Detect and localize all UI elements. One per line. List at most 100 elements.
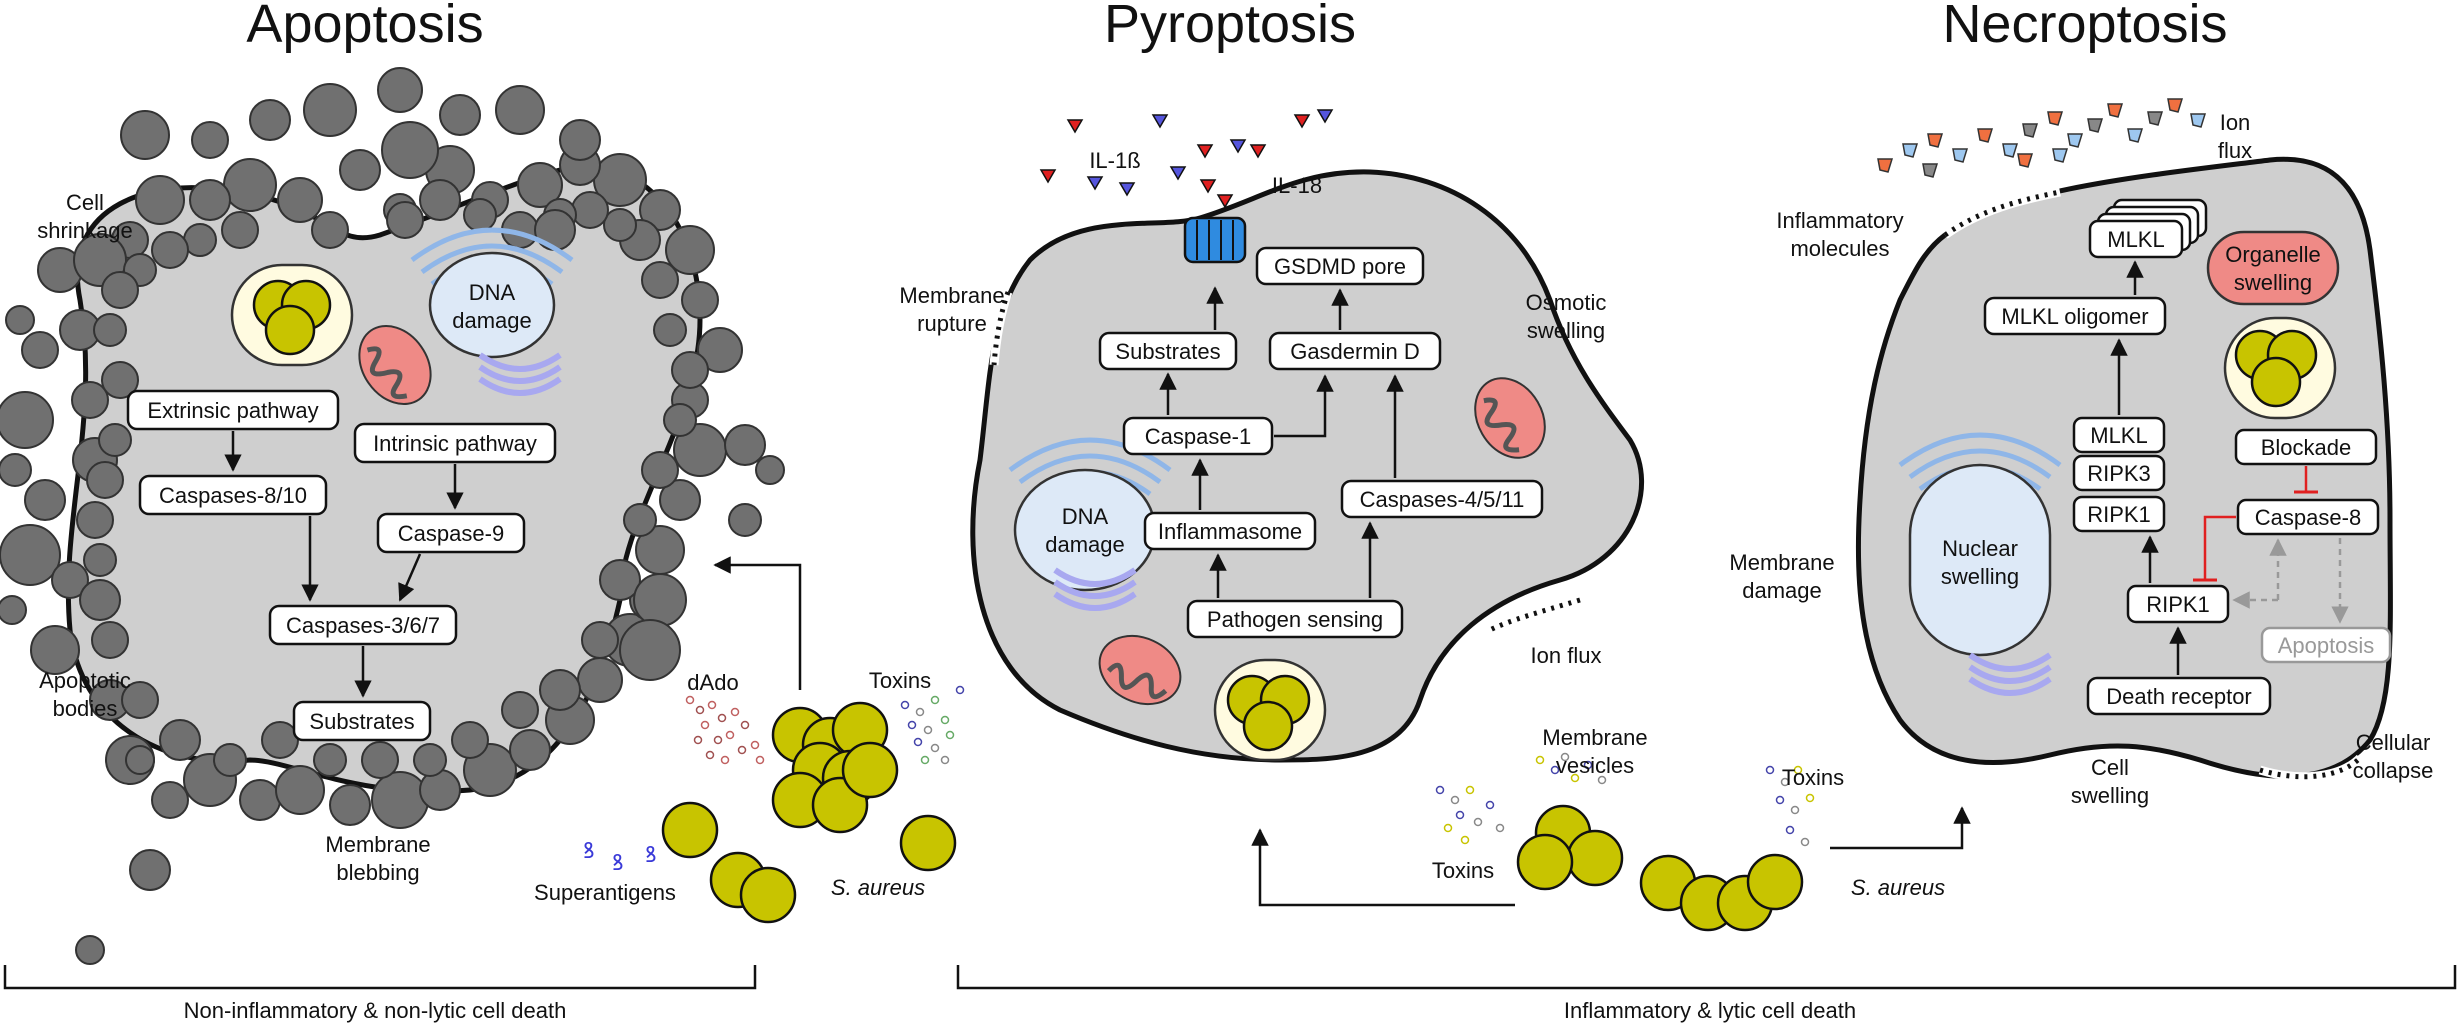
bracket-right: [956, 965, 2457, 990]
dado-9: [737, 745, 747, 755]
bleb-104: [755, 455, 785, 485]
toxin-b-17: [1535, 755, 1545, 765]
bleb-26: [697, 327, 743, 373]
svg-text:Nuclear: Nuclear: [1942, 536, 2018, 561]
box-caspases-3-6-7: Caspases-3/6/7: [268, 604, 458, 646]
svg-text:swelling: swelling: [2234, 270, 2312, 295]
cytokine-4: [1086, 176, 1104, 191]
cytokine-10: [1169, 166, 1187, 181]
label-il18: IL-18: [1272, 173, 1322, 198]
toxin-b-4: [1473, 817, 1483, 827]
bleb-37: [311, 211, 349, 249]
pyroptosis-toxin-molecules: [1435, 752, 1815, 847]
label-membrane-damage-2: damage: [1742, 578, 1822, 603]
necro-molecule-15: [1922, 163, 1939, 178]
bleb-3: [24, 479, 66, 521]
box-mlkl: MLKL: [2072, 416, 2166, 454]
necro-molecule-12: [2147, 111, 2164, 126]
s-aureus-coccus-mid-6: [1746, 853, 1804, 911]
bleb-35: [381, 121, 439, 179]
label-osmotic-swelling-2: swelling: [1527, 318, 1605, 343]
toxin-b-21: [1583, 760, 1593, 770]
box-caspase-1: Caspase-1: [1122, 416, 1274, 456]
bleb-39: [223, 158, 277, 212]
cytokine-11: [1199, 179, 1217, 194]
toxin-a-7: [930, 743, 940, 753]
necro-molecule-7: [2047, 111, 2064, 126]
label-pyroptosis-s-aureus: S. aureus: [1851, 875, 1945, 900]
bleb-94: [5, 305, 35, 335]
necro-molecule-8: [2067, 133, 2084, 148]
necro-molecule-13: [2167, 98, 2184, 113]
pyroptosis-vacuole: [1213, 658, 1327, 762]
footer-left-label: Non-inflammatory & non-lytic cell death: [184, 998, 567, 1023]
title-pyroptosis: Pyroptosis: [1104, 0, 1356, 54]
apoptosis-dna-damage-nucleus: DNA damage: [428, 251, 556, 359]
bleb-91: [439, 94, 481, 136]
bleb-19: [577, 657, 623, 703]
svg-text:RIPK1: RIPK1: [2087, 502, 2151, 527]
label-cellular-collapse-2: collapse: [2353, 758, 2434, 783]
bleb-102: [75, 935, 105, 965]
label-apoptosis-s-aureus: S. aureus: [831, 875, 925, 900]
label-membrane-vesicles-1: Membrane: [1542, 725, 1647, 750]
necro-molecule-11: [2127, 128, 2144, 143]
cytokine-1: [1151, 114, 1169, 129]
label-inflammatory-molecules-2: molecules: [1790, 236, 1889, 261]
bleb-87: [191, 121, 229, 159]
bleb-97: [724, 424, 766, 466]
cytokine-8: [1293, 114, 1311, 129]
bleb-17: [509, 729, 551, 771]
bleb-45: [71, 381, 109, 419]
box-pyroptosis-substrates: Substrates: [1098, 331, 1238, 371]
label-membrane-vesicles-2: vesicles: [1556, 753, 1634, 778]
apoptosis-dna-label-1: DNA: [469, 280, 516, 305]
svg-text:Pathogen sensing: Pathogen sensing: [1207, 607, 1383, 632]
toxin-b-18: [1550, 765, 1560, 775]
toxin-b-14: [1805, 793, 1815, 803]
toxin-a-9: [955, 685, 965, 695]
toxin-a-4: [923, 725, 933, 735]
necroptosis-vacuole: [2223, 316, 2337, 420]
box-blockade: Blockade: [2234, 428, 2378, 466]
bleb-14: [371, 771, 429, 829]
bleb-92: [495, 85, 545, 135]
inhibit-caspase8-ripk1: [2203, 515, 2236, 580]
svg-text:ꝸ: ꝸ: [583, 838, 595, 863]
label-il1b: IL-1ß: [1089, 148, 1140, 173]
bleb-82: [98, 423, 132, 457]
svg-text:RIPK1: RIPK1: [2146, 592, 2210, 617]
necro-molecule-10: [2107, 103, 2124, 118]
arrow-s-aureus-to-pyroptosis: [1251, 828, 1515, 907]
s-aureus-coccus-8: [661, 801, 719, 859]
svg-text:Substrates: Substrates: [1115, 339, 1220, 364]
label-osmotic-swelling-1: Osmotic: [1526, 290, 1607, 315]
box-caspase-9: Caspase-9: [376, 512, 526, 554]
label-necroptosis-ion-flux-1: Ion: [2220, 110, 2251, 135]
pyroptosis-s-aureus-cluster: [1516, 804, 1804, 932]
svg-text:Intrinsic pathway: Intrinsic pathway: [373, 431, 537, 456]
s-aureus-coccus-mid-1: [1566, 829, 1624, 887]
bleb-75: [221, 211, 259, 249]
toxin-b-2: [1465, 785, 1475, 795]
bleb-89: [303, 83, 357, 137]
toxin-b-11: [1793, 765, 1803, 775]
necro-molecule-0: [1877, 158, 1894, 173]
bleb-55: [413, 743, 447, 777]
bleb-4: [0, 524, 61, 586]
dado-1: [695, 705, 705, 715]
dado-4: [730, 707, 740, 717]
box-caspase-8: Caspase-8: [2236, 498, 2380, 536]
box-pathogen-sensing: Pathogen sensing: [1186, 599, 1404, 639]
bleb-56: [451, 721, 489, 759]
s-aureus-coccus-10: [739, 866, 797, 924]
bleb-41: [135, 175, 185, 225]
dado-5: [740, 720, 750, 730]
toxin-b-1: [1450, 795, 1460, 805]
label-apoptotic-bodies-1: Apoptotic: [39, 668, 131, 693]
svg-text:MLKL: MLKL: [2090, 423, 2147, 448]
box-caspases-8-10: Caspases-8/10: [138, 474, 328, 516]
nuclear-swelling: Nuclear swelling: [1908, 463, 2052, 657]
box-ripk1-upper: RIPK1: [2072, 495, 2166, 533]
bleb-65: [653, 313, 687, 347]
